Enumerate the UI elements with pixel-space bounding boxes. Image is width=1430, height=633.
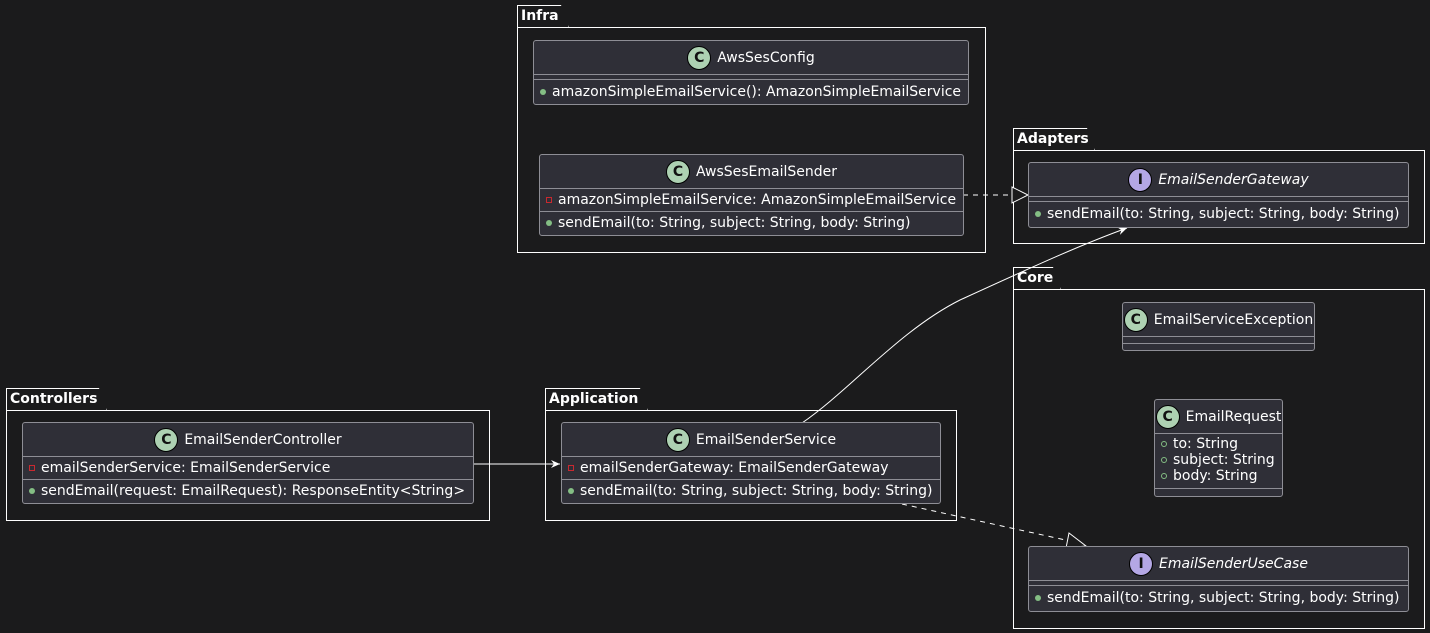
public-method-icon xyxy=(1035,595,1041,601)
public-field-icon xyxy=(1161,441,1167,447)
package-controllers-label: Controllers xyxy=(10,391,98,407)
method: sendEmail(to: String, subject: String, b… xyxy=(580,483,933,499)
method: sendEmail(to: String, subject: String, b… xyxy=(1047,206,1400,222)
package-application xyxy=(545,410,957,521)
field: emailSenderGateway: EmailSenderGateway xyxy=(580,460,889,476)
class-badge-icon: C xyxy=(665,159,690,184)
public-field-icon xyxy=(1161,473,1167,479)
realization-arrowhead-gateway xyxy=(1011,186,1030,204)
package-infra-label: Infra xyxy=(521,8,559,24)
field: amazonSimpleEmailService: AmazonSimpleEm… xyxy=(558,192,957,208)
public-method-icon xyxy=(1035,211,1041,217)
interface-name: EmailSenderUseCase xyxy=(1159,555,1308,572)
field: to: String xyxy=(1173,436,1239,452)
package-controllers xyxy=(6,410,490,521)
interface-email-sender-use-case[interactable]: I EmailSenderUseCase sendEmail(to: String… xyxy=(1028,546,1409,612)
public-method-icon xyxy=(568,488,574,494)
class-aws-ses-email-sender[interactable]: C AwsSesEmailSender amazonSimpleEmailServ… xyxy=(539,154,964,236)
method: sendEmail(request: EmailRequest): Respon… xyxy=(41,483,466,499)
class-name: EmailRequest xyxy=(1185,408,1282,425)
class-name: EmailSenderService xyxy=(695,431,837,448)
class-email-sender-controller[interactable]: C EmailSenderController emailSenderServic… xyxy=(22,422,474,504)
field: body: String xyxy=(1173,468,1258,484)
class-badge-icon: C xyxy=(687,45,712,70)
package-core xyxy=(1013,289,1425,629)
private-field-icon xyxy=(568,465,574,471)
package-infra xyxy=(517,27,986,253)
class-name: AwsSesEmailSender xyxy=(695,163,838,180)
class-email-sender-service[interactable]: C EmailSenderService emailSenderGateway: … xyxy=(561,422,941,504)
interface-name: EmailSenderGateway xyxy=(1158,171,1309,188)
class-name: EmailServiceException xyxy=(1153,311,1314,328)
method: amazonSimpleEmailService(): AmazonSimple… xyxy=(552,84,962,100)
interface-badge-icon: I xyxy=(1129,551,1154,576)
class-email-service-exception[interactable]: C EmailServiceException xyxy=(1122,302,1315,351)
interface-email-sender-gateway[interactable]: I EmailSenderGateway sendEmail(to: String… xyxy=(1028,162,1409,228)
class-badge-icon: C xyxy=(665,427,690,452)
class-badge-icon: C xyxy=(154,427,179,452)
package-application-label: Application xyxy=(549,391,639,407)
method: sendEmail(to: String, subject: String, b… xyxy=(1047,590,1400,606)
public-method-icon xyxy=(29,488,35,494)
package-core-label: Core xyxy=(1017,270,1054,286)
public-method-icon xyxy=(540,89,546,95)
class-badge-icon: C xyxy=(1123,307,1148,332)
class-name: EmailSenderController xyxy=(184,431,342,448)
class-aws-ses-config[interactable]: C AwsSesConfig amazonSimpleEmailService()… xyxy=(533,40,969,105)
realization-service-to-usecase xyxy=(901,503,1071,542)
association-service-to-gateway xyxy=(801,227,1128,424)
method: sendEmail(to: String, subject: String, b… xyxy=(558,215,911,231)
public-method-icon xyxy=(546,220,552,226)
field: emailSenderService: EmailSenderService xyxy=(41,460,331,476)
class-name: AwsSesConfig xyxy=(717,49,815,66)
interface-badge-icon: I xyxy=(1128,167,1153,192)
package-adapters-label: Adapters xyxy=(1017,131,1089,147)
private-field-icon xyxy=(29,465,35,471)
private-field-icon xyxy=(546,197,552,203)
class-email-request[interactable]: C EmailRequest to: String subject: String… xyxy=(1154,399,1283,497)
public-field-icon xyxy=(1161,457,1167,463)
class-badge-icon: C xyxy=(1155,404,1180,429)
field: subject: String xyxy=(1173,452,1275,468)
